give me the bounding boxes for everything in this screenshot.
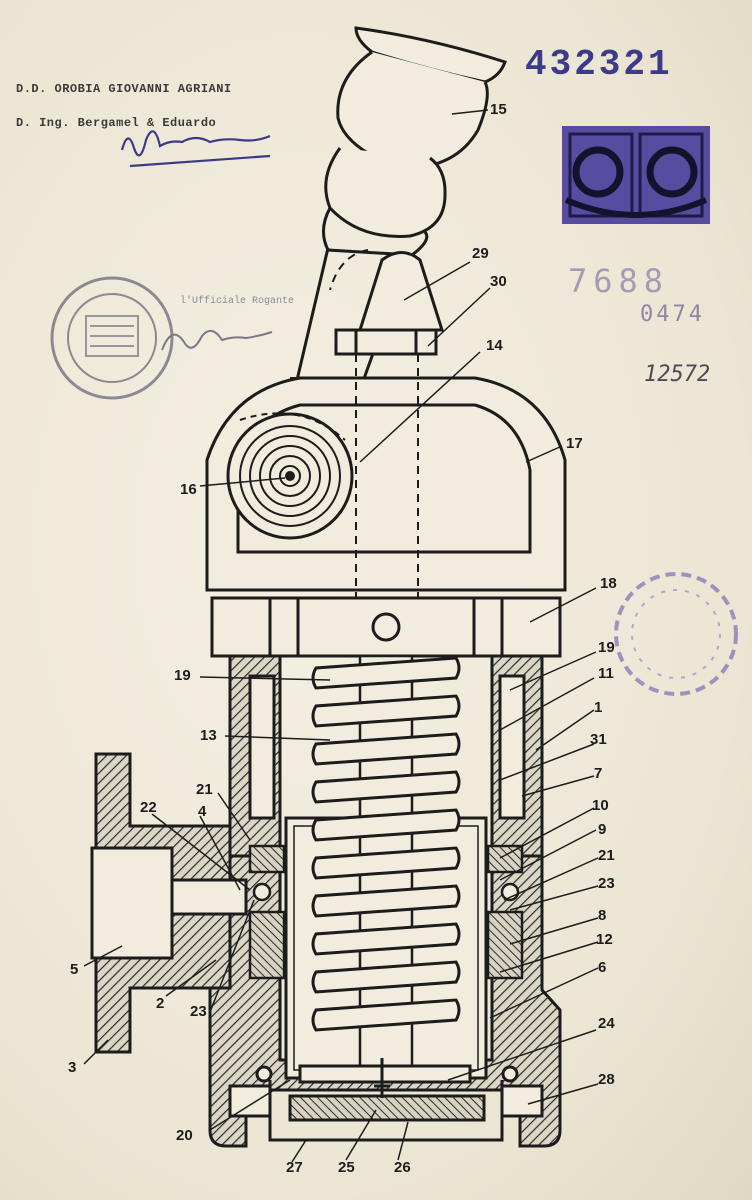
label-27: 27 bbox=[286, 1159, 303, 1176]
stamp-signature bbox=[161, 329, 273, 351]
signature bbox=[120, 130, 271, 168]
label-31: 31 bbox=[590, 731, 607, 748]
label-8: 8 bbox=[598, 907, 607, 924]
label-12: 12 bbox=[596, 931, 613, 948]
label-18: 18 bbox=[600, 575, 617, 592]
cam-29 bbox=[357, 251, 445, 332]
spring-coil bbox=[311, 656, 461, 690]
pencil-mark-2: 0474 bbox=[640, 302, 705, 327]
label-17: 17 bbox=[566, 435, 583, 452]
spring-coil bbox=[311, 808, 461, 842]
label-9: 9 bbox=[598, 821, 607, 838]
pivot-disc-16 bbox=[226, 412, 354, 540]
label-14: 14 bbox=[486, 337, 503, 354]
spring-coil bbox=[311, 960, 461, 994]
label-22: 22 bbox=[140, 799, 157, 816]
label-29: 29 bbox=[472, 245, 489, 262]
label-19-left: 19 bbox=[174, 667, 191, 684]
pencil-mark-3: 12572 bbox=[644, 362, 711, 387]
label-1: 1 bbox=[594, 699, 603, 716]
pencil-mark-1: 7688 bbox=[568, 262, 670, 300]
spring-coil bbox=[311, 732, 461, 766]
applicant-line: D.D. OROBIA GIOVANNI AGRIANI bbox=[16, 82, 232, 96]
base-plate bbox=[255, 1058, 519, 1142]
label-21-right: 21 bbox=[598, 847, 615, 864]
spring-coil bbox=[311, 922, 461, 956]
port-flange-3 bbox=[90, 752, 248, 1054]
label-19-right: 19 bbox=[598, 639, 615, 656]
label-25: 25 bbox=[338, 1159, 355, 1176]
label-13: 13 bbox=[200, 727, 217, 744]
label-5: 5 bbox=[70, 961, 79, 978]
label-28: 28 bbox=[598, 1071, 615, 1088]
label-2: 2 bbox=[156, 995, 165, 1012]
label-30: 30 bbox=[490, 273, 507, 290]
label-16: 16 bbox=[180, 481, 197, 498]
label-20: 20 bbox=[176, 1127, 193, 1144]
spring-19 bbox=[311, 656, 461, 1032]
spring-coil bbox=[311, 846, 461, 880]
label-24: 24 bbox=[598, 1015, 615, 1032]
hex-nut-18 bbox=[210, 596, 562, 658]
leader-lines bbox=[83, 109, 599, 1163]
office-stamp-caption: l'Ufficiale Rogante bbox=[180, 296, 295, 307]
nut-30 bbox=[334, 328, 438, 356]
spring-coil bbox=[311, 694, 461, 728]
office-seal bbox=[50, 276, 174, 400]
label-26: 26 bbox=[394, 1159, 411, 1176]
label-10: 10 bbox=[592, 797, 609, 814]
label-4: 4 bbox=[198, 803, 207, 820]
label-7: 7 bbox=[594, 765, 603, 782]
label-23-right: 23 bbox=[598, 875, 615, 892]
label-23-left: 23 bbox=[190, 1003, 207, 1020]
label-6: 6 bbox=[598, 959, 607, 976]
label-21-left: 21 bbox=[196, 781, 213, 798]
violet-seal bbox=[614, 572, 738, 696]
spring-coil bbox=[311, 998, 461, 1032]
revenue-stamp bbox=[562, 126, 710, 224]
spring-coil bbox=[311, 884, 461, 918]
label-15: 15 bbox=[490, 101, 507, 118]
label-3: 3 bbox=[68, 1059, 77, 1076]
spring-coil bbox=[311, 770, 461, 804]
lever-knob bbox=[322, 26, 507, 257]
patent-number: 432321 bbox=[525, 44, 673, 85]
label-11: 11 bbox=[598, 665, 614, 682]
agent-line: D. Ing. Bergamel & Eduardo bbox=[16, 116, 217, 130]
